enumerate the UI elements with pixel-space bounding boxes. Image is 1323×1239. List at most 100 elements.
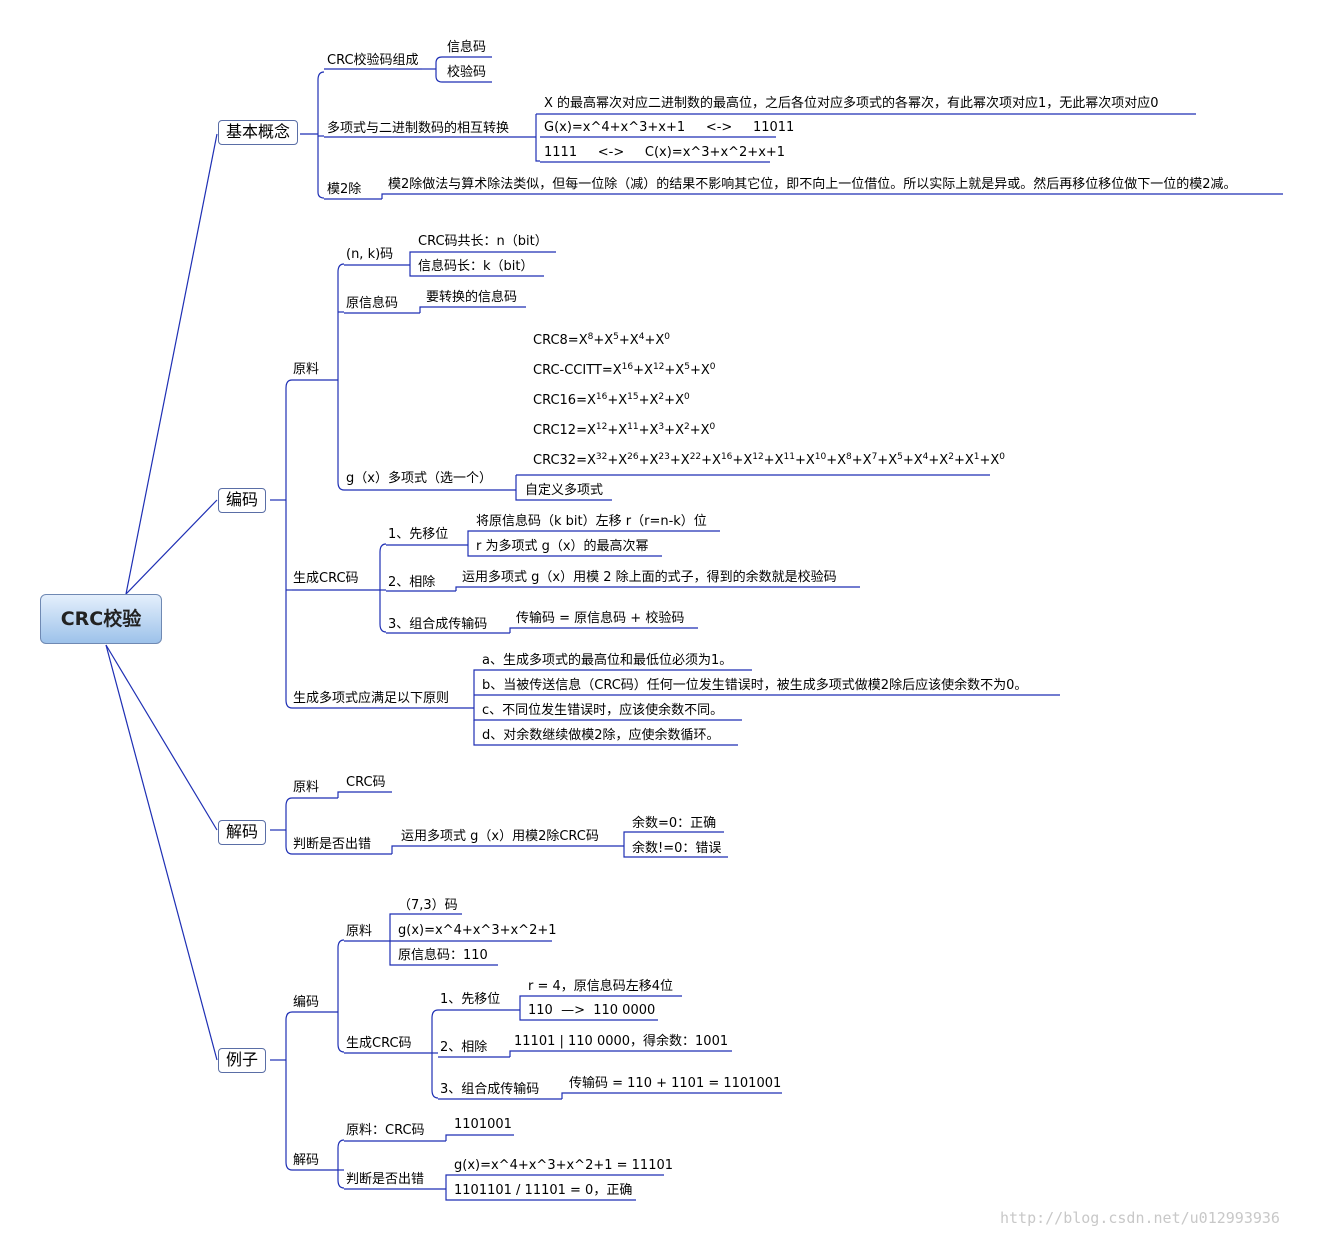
node-crc12[interactable]: CRC12=X12+X11+X3+X2+X0 <box>533 423 715 439</box>
node-crc-composition[interactable]: CRC校验码组成 <box>327 53 419 68</box>
node-ex-gen[interactable]: 生成CRC码 <box>346 1036 412 1051</box>
poly-exponent: 5 <box>613 332 619 342</box>
poly-exponent: 2 <box>683 422 690 432</box>
poly-exponent: 16 <box>621 362 634 372</box>
poly-exponent: 3 <box>658 422 665 432</box>
poly-exponent: 0 <box>709 362 716 372</box>
crc32-terms: X32+X26+X23+X22+X16+X12+X11+X10+X8+X7+X5… <box>586 452 1006 469</box>
topic-basic-concepts[interactable]: 基本概念 <box>218 120 299 145</box>
crc32-prefix: CRC32= <box>533 453 587 468</box>
watermark: http://blog.csdn.net/u012993936 <box>1000 1209 1280 1227</box>
poly-exponent: 16 <box>720 452 733 462</box>
node-ex-orig[interactable]: 原信息码：110 <box>398 948 488 963</box>
poly-exponent: 11 <box>783 452 795 462</box>
node-gx-poly[interactable]: g（x）多项式（选一个） <box>346 471 492 486</box>
node-ex-dec-j1[interactable]: g(x)=x^4+x^3+x^2+1 = 11101 <box>454 1158 674 1173</box>
poly-exponent: 7 <box>871 452 878 462</box>
node-rule-b[interactable]: b、当被传送信息（CRC码）任何一位发生错误时，被生成多项式做模2除后应该使余数… <box>482 678 1028 693</box>
node-step3-combine[interactable]: 3、组合成传输码 <box>388 617 488 632</box>
topic-decoding[interactable]: 解码 <box>218 820 267 845</box>
node-rule-c[interactable]: c、不同位发生错误时，应该使余数不同。 <box>482 703 724 718</box>
node-step1-a[interactable]: 将原信息码（k bit）左移 r（r=n-k）位 <box>476 514 707 529</box>
poly-exponent: 8 <box>846 452 852 462</box>
node-ex-step3[interactable]: 3、组合成传输码 <box>440 1082 540 1097</box>
crc12-prefix: CRC12= <box>533 423 587 438</box>
poly-exponent: 26 <box>627 452 639 462</box>
node-ex-step2[interactable]: 2、相除 <box>440 1040 488 1055</box>
node-step1-shift[interactable]: 1、先移位 <box>388 527 449 542</box>
poly-exponent: 5 <box>684 362 690 372</box>
node-step2-divide[interactable]: 2、相除 <box>388 575 436 590</box>
node-ex-step2-a[interactable]: 11101 | 110 0000，得余数：1001 <box>514 1034 729 1049</box>
ccitt-terms: X16+X12+X5+X0 <box>612 362 716 379</box>
node-nk-info[interactable]: 信息码长：k（bit） <box>418 259 534 274</box>
node-ex-raw[interactable]: 原料 <box>346 924 373 939</box>
node-check-code[interactable]: 校验码 <box>447 65 487 80</box>
node-ex-dec-judge[interactable]: 判断是否出错 <box>346 1172 425 1187</box>
poly-exponent: 8 <box>587 332 594 342</box>
poly-exponent: 4 <box>638 332 645 342</box>
node-nk-code[interactable]: (n, k)码 <box>346 247 394 262</box>
node-mod2-desc[interactable]: 模2除做法与算术除法类似，但每一位除（减）的结果不影响其它位，即不向上一位借位。… <box>388 177 1237 192</box>
node-poly-example-2[interactable]: 1111 <-> C(x)=x^3+x^2+x+1 <box>544 145 786 160</box>
poly-exponent: 10 <box>814 452 827 462</box>
poly-exponent: 32 <box>595 452 608 462</box>
poly-exponent: 5 <box>897 452 903 462</box>
node-ex-dec-j2[interactable]: 1101101 / 11101 = 0，正确 <box>454 1183 633 1198</box>
node-rules[interactable]: 生成多项式应满足以下原则 <box>293 691 450 706</box>
node-poly-example-1[interactable]: G(x)=x^4+x^3+x+1 <-> 11011 <box>544 120 795 135</box>
poly-exponent: 4 <box>922 452 929 462</box>
node-ex-step1[interactable]: 1、先移位 <box>440 992 501 1007</box>
poly-exponent: 12 <box>652 362 665 372</box>
node-poly-convert[interactable]: 多项式与二进制数码的相互转换 <box>327 121 510 136</box>
topic-encoding[interactable]: 编码 <box>218 488 267 513</box>
node-ex-dec-raw[interactable]: 原料：CRC码 <box>346 1123 425 1138</box>
node-ex-encode[interactable]: 编码 <box>293 995 320 1010</box>
poly-exponent: 0 <box>683 392 690 402</box>
node-ex-step3-a[interactable]: 传输码 = 110 + 1101 = 1101001 <box>569 1076 782 1091</box>
node-dec-ok[interactable]: 余数=0：正确 <box>632 816 717 831</box>
node-ex-decode[interactable]: 解码 <box>293 1153 320 1168</box>
node-step1-b[interactable]: r 为多项式 g（x）的最高次幂 <box>476 539 649 554</box>
poly-exponent: 12 <box>752 452 764 462</box>
node-step3-a[interactable]: 传输码 = 原信息码 + 校验码 <box>516 611 685 626</box>
node-dec-raw-crc[interactable]: CRC码 <box>346 775 386 790</box>
poly-exponent: 1 <box>973 452 980 462</box>
node-ex-gx[interactable]: g(x)=x^4+x^3+x^2+1 <box>398 923 557 938</box>
poly-exponent: 16 <box>595 392 608 402</box>
poly-exponent: 0 <box>664 332 670 342</box>
node-step2-a[interactable]: 运用多项式 g（x）用模 2 除上面的式子，得到的余数就是校验码 <box>462 570 837 585</box>
node-orig-info[interactable]: 原信息码 <box>346 296 399 311</box>
node-crc32[interactable]: CRC32=X32+X26+X23+X22+X16+X12+X11+X10+X8… <box>533 453 1005 469</box>
node-orig-desc[interactable]: 要转换的信息码 <box>426 290 518 305</box>
poly-exponent: 23 <box>658 452 670 462</box>
node-dec-err[interactable]: 余数!=0：错误 <box>632 841 722 856</box>
node-dec-judge[interactable]: 判断是否出错 <box>293 837 372 852</box>
topic-example[interactable]: 例子 <box>218 1048 267 1073</box>
node-mod2[interactable]: 模2除 <box>327 182 362 197</box>
crc8-terms: X8+X5+X4+X0 <box>578 332 670 349</box>
node-gen-crc[interactable]: 生成CRC码 <box>293 571 359 586</box>
poly-exponent: 0 <box>999 452 1006 462</box>
poly-exponent: 11 <box>627 422 639 432</box>
node-info-code[interactable]: 信息码 <box>447 40 487 55</box>
node-ex-dec-raw-val[interactable]: 1101001 <box>454 1117 512 1132</box>
node-rule-d[interactable]: d、对余数继续做模2除，应使余数循环。 <box>482 728 720 743</box>
node-crc8[interactable]: CRC8=X8+X5+X4+X0 <box>533 333 670 349</box>
node-custom-poly[interactable]: 自定义多项式 <box>525 483 604 498</box>
node-enc-raw[interactable]: 原料 <box>293 362 320 377</box>
node-rule-a[interactable]: a、生成多项式的最高位和最低位必须为1。 <box>482 653 733 668</box>
node-dec-judge-desc[interactable]: 运用多项式 g（x）用模2除CRC码 <box>401 829 599 844</box>
node-ex-step1-a[interactable]: r = 4，原信息码左移4位 <box>528 979 674 994</box>
poly-exponent: 2 <box>948 452 954 462</box>
node-nk-total[interactable]: CRC码共长：n（bit） <box>418 234 548 249</box>
node-crc16[interactable]: CRC16=X16+X15+X2+X0 <box>533 393 690 409</box>
node-crc-ccitt[interactable]: CRC-CCITT=X16+X12+X5+X0 <box>533 363 715 379</box>
poly-exponent: 15 <box>627 392 639 402</box>
node-ex-step1-b[interactable]: 110 —> 110 0000 <box>528 1003 656 1018</box>
root-node[interactable]: CRC校验 <box>40 594 162 644</box>
node-poly-desc[interactable]: X 的最高幂次对应二进制数的最高位，之后各位对应多项式的各幂次，有此幂次项对应1… <box>544 96 1159 111</box>
node-ex-code73[interactable]: （7,3）码 <box>398 898 458 913</box>
node-dec-raw[interactable]: 原料 <box>293 780 320 795</box>
